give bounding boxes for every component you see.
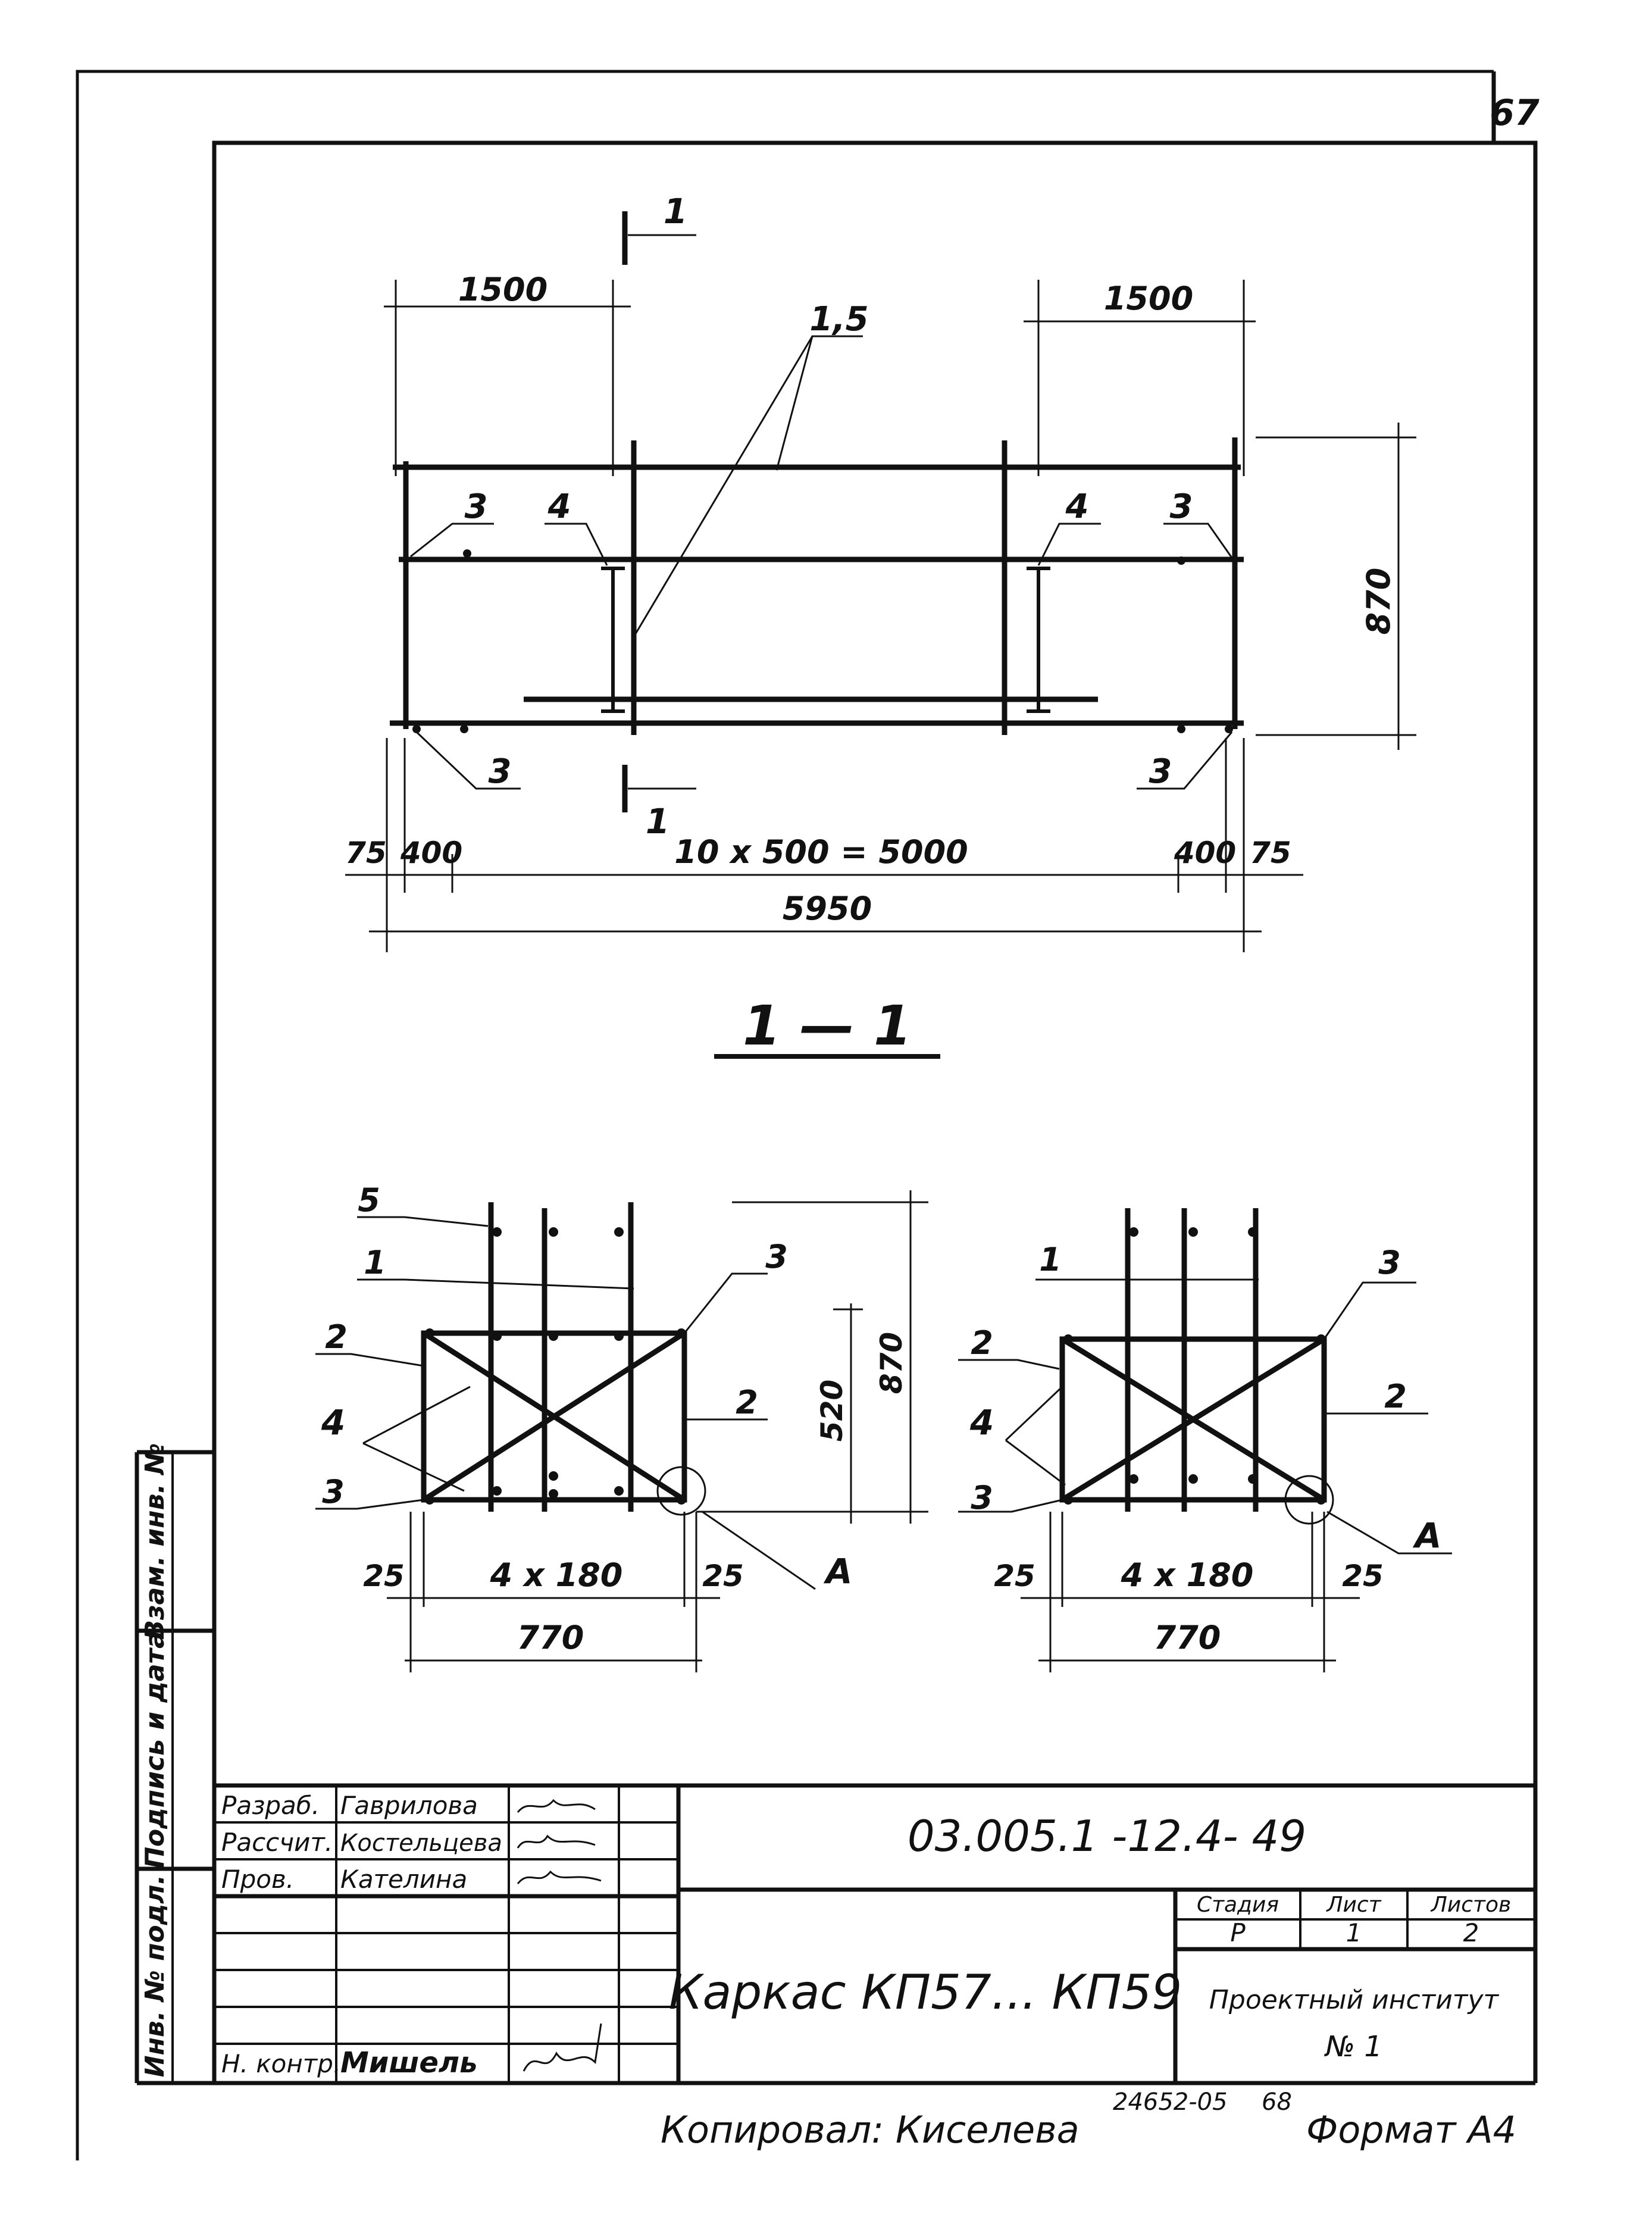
signature-prov (517, 1870, 602, 1884)
sr-dim-4x180: 4 x 180 (1121, 1556, 1254, 1594)
sl-dim-870: 870 (874, 1332, 909, 1394)
plan-dim-400-right: 400 (1174, 836, 1236, 870)
sr-mark-3-top: 3 (1378, 1244, 1401, 1281)
title-block-grid (214, 1783, 1535, 2083)
sr-dim-25-left: 25 (994, 1559, 1035, 1593)
tb-role-row8: Н. контр. (221, 2049, 341, 2078)
sheet-number: 67 (1490, 92, 1540, 134)
tb-stage-value: Р (1230, 1918, 1246, 1947)
tb-stage-label: Стадия (1197, 1893, 1279, 1917)
sr-mark-2-right: 2 (1384, 1378, 1407, 1415)
side-stamp-inv-podl: Инв. № подл. (140, 1875, 170, 2077)
tb-org-line1: Проектный институт (1209, 1985, 1500, 2015)
plan-dim-left-top: 1500 (458, 271, 547, 308)
side-stamp-vzam-inv: Взам. инв. № (140, 1443, 170, 1640)
sr-dim-770: 770 (1154, 1619, 1221, 1656)
sr-mark-A: A (1413, 1515, 1442, 1556)
sr-mark-2: 2 (971, 1324, 993, 1362)
tb-name-row3: Кателина (340, 1865, 467, 1894)
sl-mark-3-top: 3 (765, 1238, 788, 1275)
tb-sheet-value: 1 (1346, 1918, 1362, 1947)
tb-sheets-value: 2 (1463, 1918, 1479, 1947)
sr-mark-4: 4 (969, 1402, 994, 1443)
sl-dim-25-right: 25 (702, 1559, 744, 1593)
footer-format: Формат А4 (1306, 2108, 1516, 2152)
sl-dim-4x180: 4 x 180 (490, 1556, 623, 1594)
side-stamp-podpis-data: Подпись и дата (140, 1631, 170, 1869)
tb-sheet-label: Лист (1325, 1893, 1381, 1917)
tb-name-row2: Костельцева (340, 1830, 502, 1857)
tb-sheets-label: Листов (1430, 1893, 1511, 1917)
signature-nkontr (522, 2023, 602, 2072)
sr-mark-3-bottom: 3 (971, 1479, 993, 1516)
sl-dim-770: 770 (517, 1619, 584, 1656)
tb-role-row3: Пров. (221, 1865, 294, 1894)
plan-mark-3-bottom-left: 3 (489, 752, 512, 791)
title-block-people: Разраб. Гаврилова Рассчит. Костельцева П… (221, 1791, 502, 2079)
plan-dim-right-top: 1500 (1104, 280, 1193, 317)
tb-doc-code: 03.005.1 -12.4- 49 (908, 1811, 1306, 1861)
signature-razrab (517, 1799, 596, 1813)
tb-role-row1: Разраб. (221, 1791, 320, 1820)
section-left (315, 1190, 928, 1672)
tb-org-line2: № 1 (1324, 2030, 1382, 2063)
sl-dim-520: 520 (815, 1380, 849, 1441)
tb-name-row8: Мишель (340, 2046, 477, 2079)
side-stamp (134, 1450, 214, 2085)
sl-mark-2: 2 (325, 1318, 348, 1356)
sl-mark-A: A (824, 1551, 853, 1591)
footer-inv-number: 24652-05 (1113, 2088, 1228, 2116)
section-title: 1 — 1 (743, 994, 912, 1058)
plan-mark-3-top-right: 3 (1170, 487, 1193, 526)
sl-mark-4: 4 (321, 1402, 345, 1443)
sl-mark-3-bottom: 3 (322, 1473, 345, 1511)
plan-mark-4-left: 4 (547, 487, 571, 526)
plan-dim-total: 5950 (783, 890, 872, 927)
plan-mark-4-right: 4 (1065, 487, 1089, 526)
sl-mark-5: 5 (358, 1181, 380, 1219)
footer-page-ref: 68 (1262, 2088, 1292, 2116)
plan-mark-3-top-left: 3 (465, 487, 488, 526)
sl-dim-25-left: 25 (363, 1559, 405, 1593)
plan-dim-height: 870 (1360, 568, 1397, 635)
plan-mark-3-bottom-right: 3 (1149, 752, 1172, 791)
tb-name-row1: Гаврилова (340, 1791, 478, 1820)
plan-dim-75-left: 75 (345, 836, 387, 870)
sl-mark-2-right: 2 (736, 1384, 758, 1421)
plan-dim-75-right: 75 (1250, 836, 1291, 870)
footer-copied: Копировал: Киселева (661, 2108, 1080, 2152)
signature-rasschit (517, 1834, 596, 1849)
sl-mark-1: 1 (364, 1244, 386, 1281)
signatures (517, 1799, 602, 2072)
plan-section-mark-top: 1 (664, 191, 687, 232)
section-right (958, 1208, 1452, 1672)
plan-dim-main: 10 x 500 = 5000 (674, 833, 968, 871)
tb-role-row2: Рассчит. (221, 1828, 333, 1857)
plan-view (345, 211, 1416, 952)
tb-title: Каркас КП57... КП59 (669, 1965, 1182, 2020)
sr-dim-25-right: 25 (1342, 1559, 1384, 1593)
sr-mark-1: 1 (1039, 1241, 1062, 1278)
plan-section-mark-bottom: 1 (646, 801, 669, 842)
plan-dim-400-left: 400 (400, 836, 462, 870)
plan-leader-label-15: 1,5 (809, 300, 868, 339)
